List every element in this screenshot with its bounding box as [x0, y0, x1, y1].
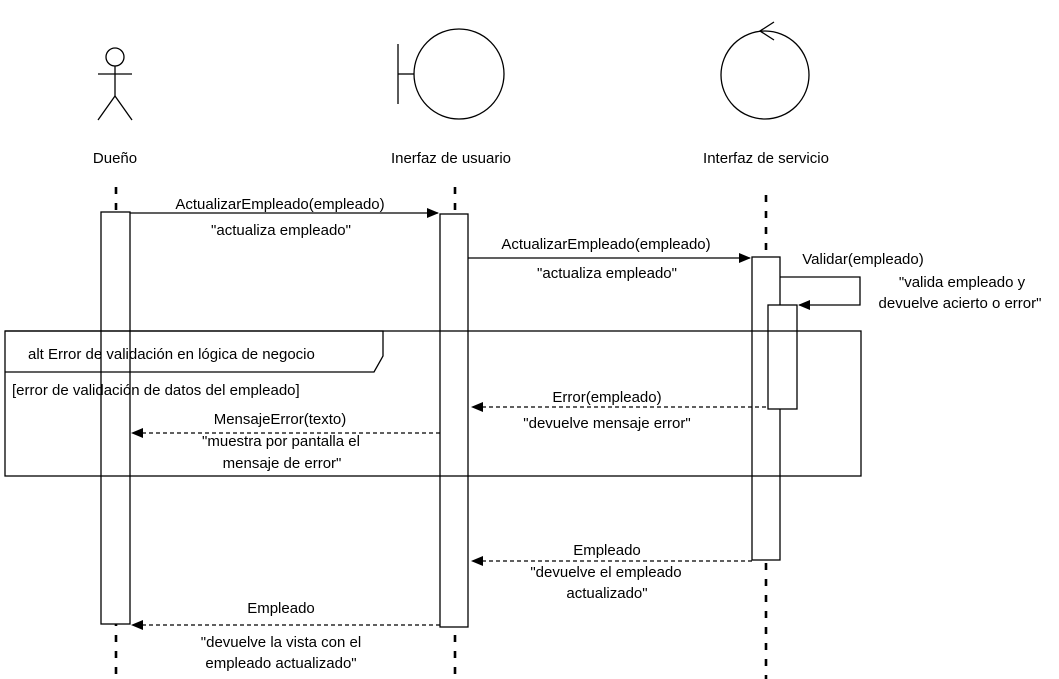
message-arrow-3 — [780, 276, 861, 310]
message-label-3: Validar(empleado) — [802, 251, 923, 268]
message-note-4: "devuelve mensaje error" — [523, 415, 690, 432]
message-label-7: Empleado — [247, 600, 315, 617]
message-label-2: ActualizarEmpleado(empleado) — [501, 236, 710, 253]
message-note-3b: devuelve acierto o error" — [879, 295, 1042, 312]
message-note-6a: "devuelve el empleado — [530, 564, 681, 581]
message-note-7a: "devuelve la vista con el — [201, 634, 361, 651]
participant-label-ui: Inerfaz de usuario — [391, 150, 511, 167]
activation-owner — [100, 211, 131, 625]
message-note-2: "actualiza empleado" — [537, 265, 677, 282]
alt-fragment-title: alt Error de validación en lógica de neg… — [28, 346, 315, 363]
message-label-1: ActualizarEmpleado(empleado) — [175, 196, 384, 213]
control-icon — [720, 21, 810, 120]
message-label-6: Empleado — [573, 542, 641, 559]
actor-icon — [97, 47, 133, 121]
message-note-5a: "muestra por pantalla el — [202, 433, 360, 450]
message-label-4: Error(empleado) — [552, 389, 661, 406]
message-label-5: MensajeError(texto) — [214, 411, 347, 428]
alt-fragment: alt Error de validación en lógica de neg… — [4, 330, 862, 477]
message-note-7b: empleado actualizado" — [205, 655, 356, 672]
message-note-3a: "valida empleado y — [899, 274, 1026, 291]
activation-service-nested — [767, 304, 798, 410]
message-note-1: "actualiza empleado" — [211, 222, 351, 239]
alt-fragment-guard: [error de validación de datos del emplea… — [12, 382, 300, 399]
activation-ui — [439, 213, 469, 628]
message-note-5b: mensaje de error" — [223, 455, 342, 472]
message-note-6b: actualizado" — [566, 585, 647, 602]
participant-label-owner: Dueño — [93, 150, 137, 167]
boundary-icon — [397, 28, 505, 120]
participant-label-service: Interfaz de servicio — [703, 150, 829, 167]
